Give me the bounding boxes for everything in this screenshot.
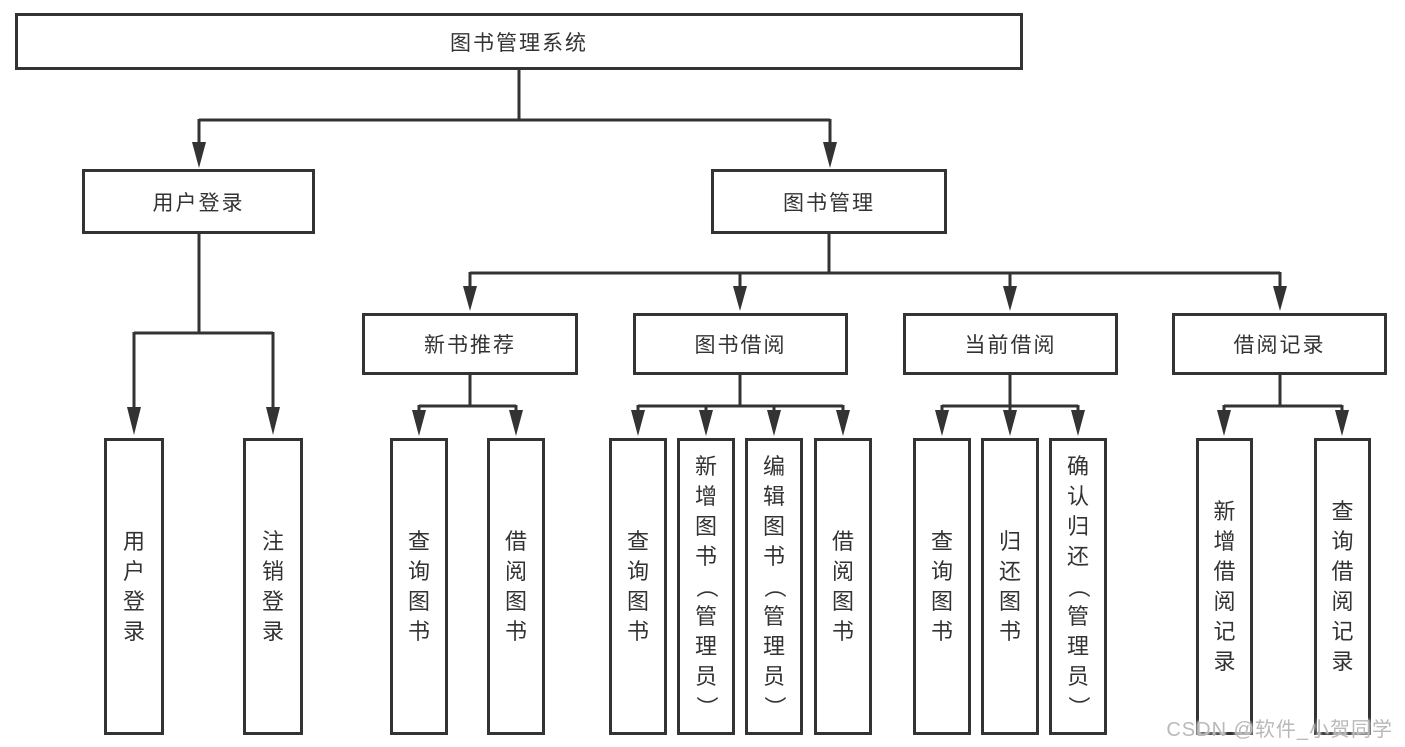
leaf-label: 用户登录: [122, 528, 145, 644]
leaf-query-books: 查询图书: [609, 438, 667, 735]
leaf-label: 查询借阅记录: [1331, 498, 1354, 674]
node-label: 图书管理: [783, 191, 875, 215]
node-label: 新书推荐: [424, 334, 516, 357]
leaf-label: 编辑图书（管理员）: [761, 453, 787, 718]
node-label: 当前借阅: [964, 334, 1057, 357]
node-book-management: 图书管理: [711, 169, 947, 234]
leaf-query-books: 查询图书: [913, 438, 971, 735]
node-borrowing-records: 借阅记录: [1172, 313, 1387, 375]
leaf-label: 新增借阅记录: [1213, 498, 1236, 674]
leaf-label: 查询图书: [626, 528, 649, 644]
node-book-borrowing: 图书借阅: [633, 313, 848, 375]
node-user-login: 用户登录: [82, 169, 315, 234]
leaf-label: 查询图书: [407, 528, 430, 644]
node-new-book-recommend: 新书推荐: [362, 313, 578, 375]
leaf-label: 注销登录: [261, 528, 284, 644]
leaf-return-book: 归还图书: [981, 438, 1039, 735]
node-label: 图书管理系统: [450, 31, 588, 55]
leaf-label: 查询图书: [930, 528, 953, 644]
leaf-label: 借阅图书: [831, 528, 854, 644]
leaf-confirm-return-admin: 确认归还（管理员）: [1049, 438, 1107, 735]
leaf-query-books: 查询图书: [390, 438, 448, 735]
leaf-add-borrow-record: 新增借阅记录: [1196, 438, 1253, 735]
node-label: 图书借阅: [694, 334, 787, 357]
leaf-borrow-books: 借阅图书: [487, 438, 545, 735]
leaf-edit-book-admin: 编辑图书（管理员）: [745, 438, 803, 735]
leaf-logout: 注销登录: [243, 438, 303, 735]
leaf-label: 新增图书（管理员）: [693, 453, 719, 718]
node-label: 用户登录: [152, 191, 245, 215]
node-current-borrowing: 当前借阅: [903, 313, 1118, 375]
leaf-label: 确认归还（管理员）: [1065, 453, 1091, 718]
watermark: CSDN @软件_小贺同学: [1166, 719, 1393, 741]
leaf-query-borrow-record: 查询借阅记录: [1314, 438, 1371, 735]
leaf-label: 借阅图书: [504, 528, 527, 644]
leaf-label: 归还图书: [998, 528, 1021, 644]
node-label: 借阅记录: [1233, 334, 1326, 357]
leaf-borrow-books: 借阅图书: [814, 438, 872, 735]
node-library-management-system: 图书管理系统: [15, 13, 1023, 70]
leaf-user-login: 用户登录: [104, 438, 164, 735]
leaf-add-book-admin: 新增图书（管理员）: [677, 438, 735, 735]
